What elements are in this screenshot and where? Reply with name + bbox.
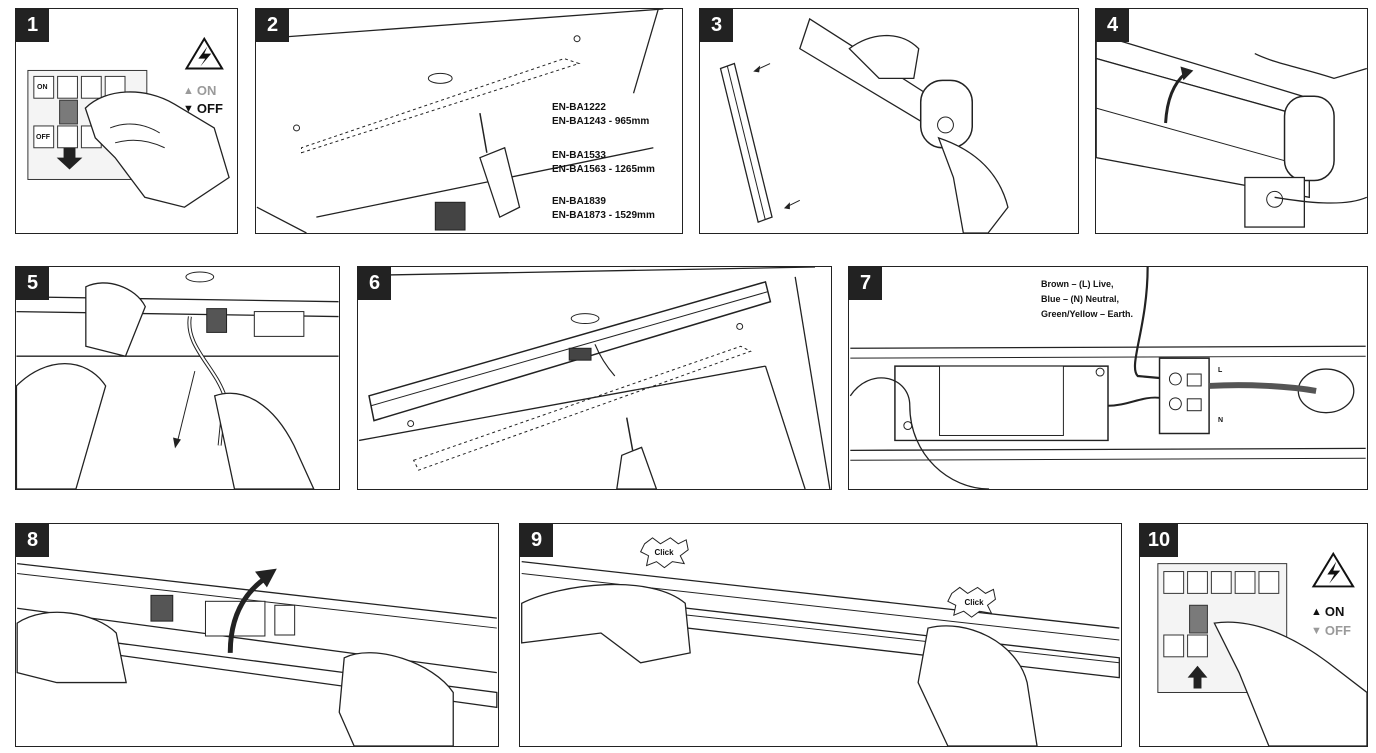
hand-icon	[937, 136, 1009, 233]
step-5-panel: 5	[15, 266, 340, 490]
cable-feeding-illustration	[16, 271, 339, 489]
step-number-badge: 10	[1140, 524, 1178, 557]
ceiling-drilling-illustration	[256, 9, 664, 233]
step-number-badge: 7	[849, 267, 882, 300]
arrow-up-icon: ▲	[183, 84, 194, 97]
step-8-panel: 8	[15, 523, 499, 747]
wiring-legend: Brown – (L) Live, Blue – (N) Neutral, Gr…	[1041, 279, 1134, 319]
step-4-panel: 4	[1095, 8, 1368, 234]
step-number-badge: 4	[1096, 9, 1129, 42]
step-7-panel: 7 Brown – (L) Live, Blue – (N) Neutral, …	[848, 266, 1368, 490]
body-fixing-illustration	[359, 267, 831, 489]
step-number-badge: 6	[358, 267, 391, 300]
arrow-down-icon: ▼	[183, 102, 194, 115]
diffuser-removal-illustration	[719, 17, 1009, 233]
drill-icon	[616, 417, 658, 489]
step-number-badge: 2	[256, 9, 289, 42]
model-group-1: EN-BA1222 EN-BA1243 - 965mm	[552, 102, 650, 127]
diffuser-refit-illustration	[16, 563, 498, 746]
hand-icon	[85, 282, 146, 357]
hand-icon	[848, 34, 920, 80]
step-6-panel: 6	[357, 266, 832, 490]
step-3-panel: 3	[699, 8, 1079, 234]
drill-icon	[434, 112, 521, 231]
step-2-panel: 2 EN-BA1222 EN-BA1243 - 965mm EN-BA1533 …	[255, 8, 683, 234]
terminal-label-live: L	[1218, 367, 1223, 374]
hand-icon	[213, 392, 315, 489]
switch-off-label: OFF	[36, 134, 50, 141]
hand-icon	[338, 652, 454, 746]
step-10-panel: 10 ▲ ON ▼ OFF	[1139, 523, 1368, 747]
step-number-badge: 5	[16, 267, 49, 300]
step-number-badge: 9	[520, 524, 553, 557]
click-label: Click	[654, 548, 674, 557]
arrow-up-icon: ▲	[1311, 605, 1322, 618]
body-opening-illustration	[1096, 33, 1367, 228]
high-voltage-warning-icon	[1311, 551, 1355, 588]
step-number-badge: 3	[700, 9, 733, 42]
step-9-panel: 9 Click Click	[519, 523, 1122, 747]
wiring-illustration	[849, 267, 1366, 489]
diffuser-click-illustration	[521, 537, 1120, 746]
curved-arrow-icon	[227, 576, 267, 653]
hand-icon	[1213, 621, 1367, 746]
terminal-label-neutral: N	[1218, 417, 1224, 424]
breaker-switch-illustration	[27, 36, 230, 208]
hand-icon	[917, 625, 1038, 746]
step-number-badge: 8	[16, 524, 49, 557]
off-indicator: ▼ OFF	[1311, 623, 1351, 638]
arrow-down-icon	[56, 147, 83, 170]
model-group-3: EN-BA1839 EN-BA1873 - 1529mm	[552, 196, 655, 221]
click-label: Click	[964, 598, 984, 607]
hand-icon	[16, 611, 127, 684]
on-indicator: ▲ ON	[183, 83, 217, 98]
arrow-down-icon: ▼	[1311, 624, 1322, 637]
off-indicator: ▼ OFF	[183, 101, 223, 116]
hand-icon	[521, 583, 691, 664]
arrow-up-icon	[1187, 665, 1208, 689]
on-indicator: ▲ ON	[1311, 604, 1345, 619]
switch-on-label: ON	[37, 84, 48, 91]
breaker-switch-on-illustration	[1157, 551, 1367, 746]
high-voltage-warning-icon	[184, 36, 224, 70]
hand-icon	[16, 363, 107, 489]
step-number-badge: 1	[16, 9, 49, 42]
step-1-panel: 1 ▲ ON ▼ OFF ON OFF	[15, 8, 238, 234]
model-group-2: EN-BA1533 EN-BA1563 - 1265mm	[552, 150, 655, 175]
